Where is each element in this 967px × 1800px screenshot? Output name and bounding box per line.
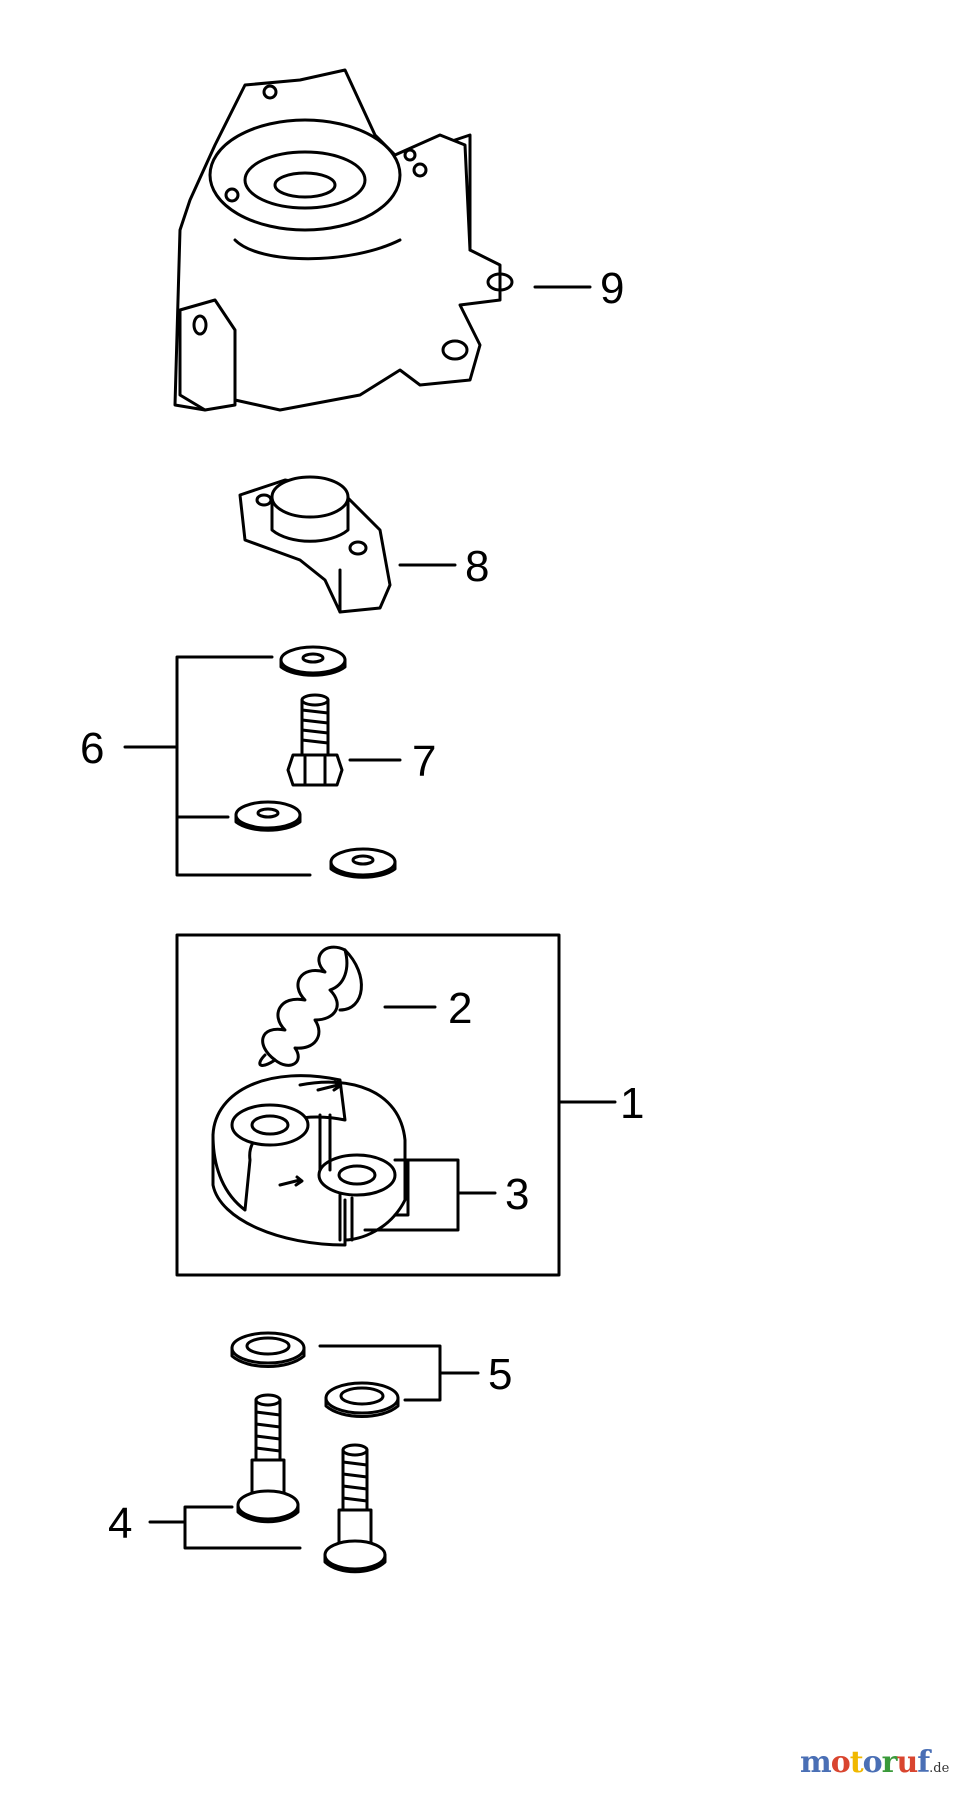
- callout-6: 6: [80, 724, 105, 773]
- logo-tld: .de: [929, 1761, 950, 1776]
- logo-text: motoruf: [800, 1745, 930, 1780]
- bolt: [286, 693, 344, 787]
- motoruf-logo[interactable]: motoruf.de: [800, 1745, 949, 1780]
- clutch-shoes: [211, 1074, 410, 1247]
- callout-7: 7: [412, 737, 437, 786]
- bracket-3: [363, 1158, 460, 1232]
- clutch-assembly-box: [175, 933, 561, 1277]
- callout-2: 2: [448, 984, 473, 1033]
- callout-1: 1: [620, 1079, 645, 1128]
- callout-5: 5: [488, 1350, 513, 1399]
- clutch-spring: [258, 945, 363, 1067]
- washer-top: [279, 645, 347, 677]
- bracket-6: [123, 655, 312, 877]
- washer-5a: [230, 1331, 306, 1368]
- washer-bottom: [329, 847, 397, 879]
- callout-3: 3: [505, 1170, 530, 1219]
- washer-middle: [234, 800, 302, 832]
- callout-9: 9: [600, 264, 625, 313]
- callout-8: 8: [465, 542, 490, 591]
- bracket-4: [183, 1505, 302, 1550]
- mount-boss: [238, 475, 392, 614]
- shoulder-bolt-a: [236, 1393, 300, 1524]
- washer-5b: [324, 1381, 400, 1418]
- callout-4: 4: [108, 1499, 133, 1548]
- clutch-housing: [173, 68, 514, 412]
- shoulder-bolt-b: [323, 1443, 387, 1574]
